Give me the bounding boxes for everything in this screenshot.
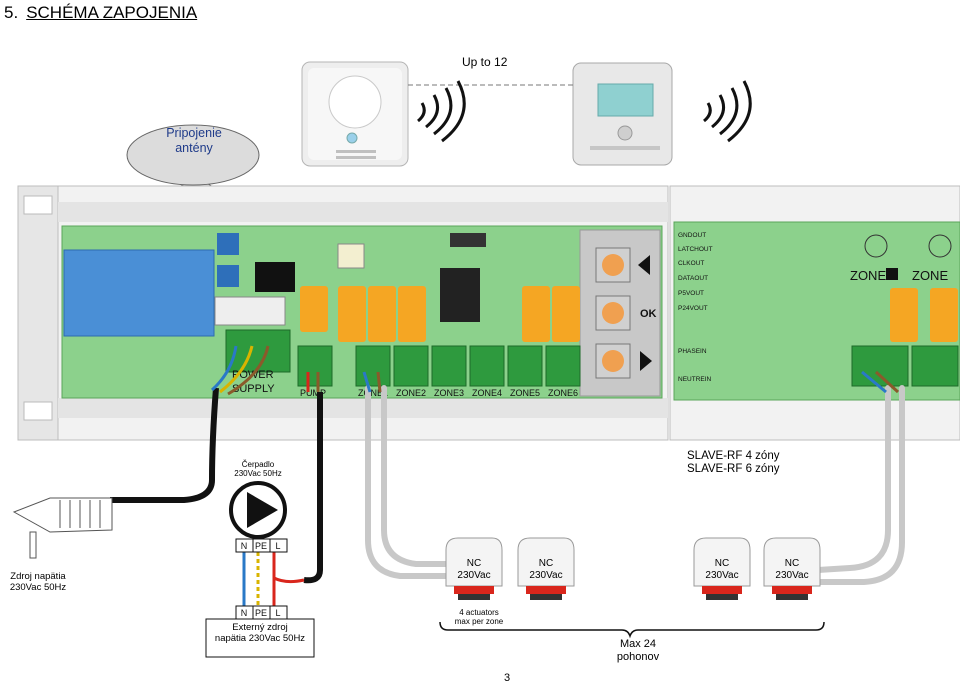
thermostat-round [301, 61, 409, 167]
pump-label: Čerpadlo 230Vac 50Hz [234, 460, 282, 479]
slave-header: SLAVE-RF 4 zóny SLAVE-RF 6 zóny [687, 450, 780, 476]
range-label: Up to 12 [462, 55, 508, 69]
zone-terminal-label: ZONE5 [510, 388, 540, 398]
section-number: 5. [4, 3, 19, 22]
slave-terminal-label: DATAOUT [678, 275, 708, 282]
svg-text:PE: PE [255, 608, 267, 618]
ok-label: OK [640, 308, 657, 320]
actuator-voltage: 230Vac [705, 570, 738, 581]
actuator-type: NC [539, 558, 553, 569]
ext-terminal-block [205, 605, 315, 658]
pump-power-wires [242, 552, 305, 606]
svg-text:N: N [241, 608, 248, 618]
thermostat-display [572, 62, 673, 166]
actuator-note: 4 actuators max per zone [454, 608, 504, 627]
zone-terminal-label: ZONE4 [472, 388, 502, 398]
zone-terminal-label: ZONE3 [434, 388, 464, 398]
svg-text:ZONE: ZONE [912, 268, 948, 283]
antenna-note: Pripojenie antény [166, 126, 222, 155]
arrow-left-icon [638, 255, 650, 275]
slave-terminal-label: P5VOUT [678, 290, 704, 297]
slave-terminal-label: GNDOUT [678, 232, 706, 239]
ext-source-label: Externý zdroj napätia 230Vac 50Hz [214, 622, 306, 644]
slave-terminal-label: PHASEIN [678, 348, 707, 355]
svg-text:L: L [275, 608, 280, 618]
controller-buttons [595, 247, 652, 379]
svg-text:PE: PE [255, 541, 267, 551]
max-note: Max 24 pohonov [616, 638, 660, 663]
internal-wires [210, 345, 900, 396]
actuator-voltage: 230Vac [775, 570, 808, 581]
zone-terminal-label: ZONE2 [396, 388, 426, 398]
actuator-bracket [439, 621, 825, 639]
page-number: 3 [504, 672, 511, 684]
slave-housing [669, 185, 960, 441]
zone-terminal-label: ZONE6 [548, 388, 578, 398]
slave-terminal-list: GNDOUT LATCHOUT CLKOUT DATAOUT P5VOUT P24VOUT… [678, 232, 713, 383]
zone-terminal-labels: ZONE1 ZONE2 ZONE3 ZONE4 ZONE5 ZONE6 [358, 388, 578, 398]
actuator-type: NC [467, 558, 481, 569]
actuator-type: NC [715, 558, 729, 569]
slave-terminal-label: LATCHOUT [678, 246, 713, 253]
pump-icon [229, 481, 287, 539]
actuator-voltage: 230Vac [457, 570, 490, 581]
slave-terminal-label: CLKOUT [678, 260, 704, 267]
actuator-type: NC [785, 558, 799, 569]
zone-terminal-label: ZONE1 [358, 388, 388, 398]
pump-terminal-label: PUMP [300, 388, 326, 398]
mains-label: Zdroj napätia 230Vac 50Hz [9, 571, 67, 593]
mains-cable [110, 387, 323, 584]
section-title: SCHÉMA ZAPOJENIA [26, 3, 198, 22]
power-plug-icon [12, 497, 113, 559]
svg-text:L: L [275, 541, 280, 551]
section-heading: 5. SCHÉMA ZAPOJENIA [4, 3, 197, 23]
actuator-cables [365, 385, 905, 585]
actuator-voltage: 230Vac [529, 570, 562, 581]
controller-board [61, 225, 663, 399]
terminal-block-labels: N PE L N PE L [241, 541, 281, 618]
radio-wave-icon [417, 80, 466, 143]
slave-terminal-label: NEUTREIN [678, 376, 712, 383]
svg-text:N: N [241, 541, 248, 551]
radio-wave-icon [703, 80, 752, 143]
slave-zone-labels: ZONE ZONE [850, 268, 948, 283]
svg-text:ZONE: ZONE [850, 268, 886, 283]
svg-text:SUPPLY: SUPPLY [232, 383, 275, 395]
pump-terminal-block [235, 538, 288, 553]
slave-terminal-label: P24VOUT [678, 305, 708, 312]
arrow-right-icon [640, 351, 652, 371]
